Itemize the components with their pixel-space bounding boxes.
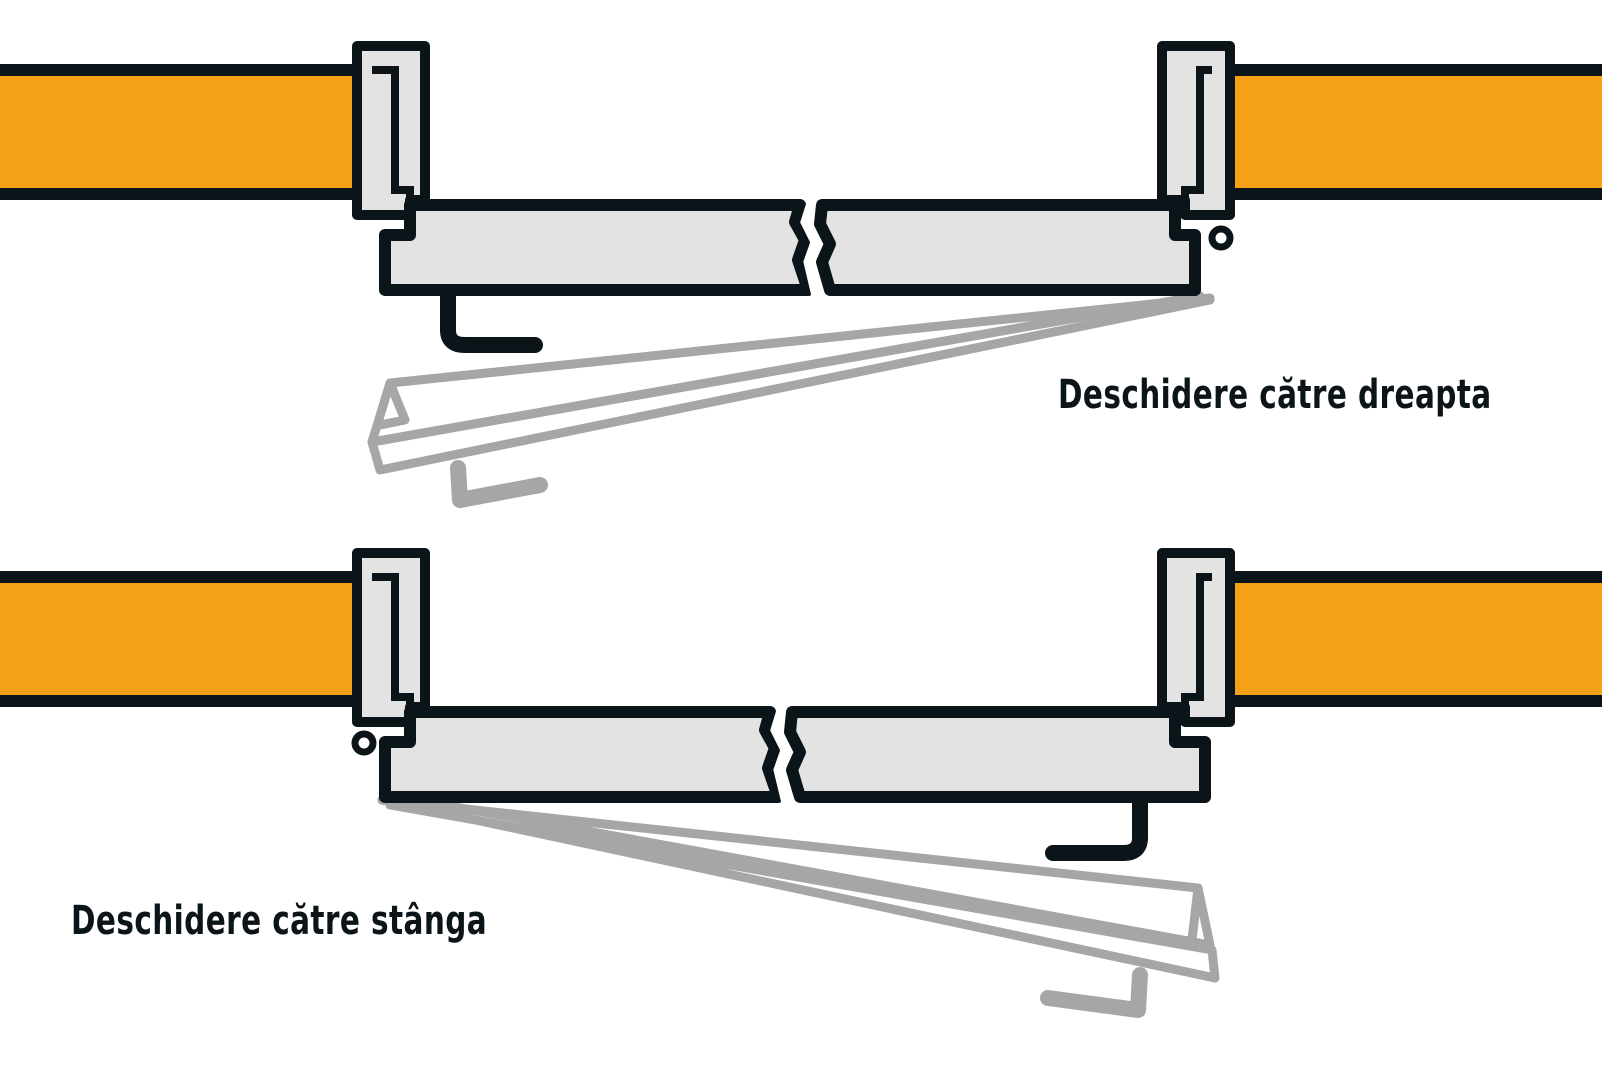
hinge-icon-top [1208,225,1234,251]
frame-rebate-left-top [372,66,414,200]
wall-left-top [0,64,378,200]
open-door-leaf-ghost [367,291,1215,508]
caption-left-opening: Deschidere către stânga [71,898,488,944]
open-leaf-step-bottom [1187,883,1203,945]
frame-rebate-right-top [1181,66,1212,200]
open-leaf-face [367,291,1215,475]
closed-door-leaf-bottom-2 [784,706,1211,803]
handle-bottom [1045,795,1148,861]
break-mark-bottom [770,705,791,805]
open-leaf-handle-ghost-bottom [1040,967,1148,1018]
hinge-icon-bottom [351,730,377,756]
handle-top [440,288,543,353]
wall-right-bottom [1206,571,1602,707]
caption-right-opening: Deschidere către dreapta [1058,372,1492,418]
frame-rebate-left-bottom [372,573,414,707]
closed-door-leaf-top [379,199,814,296]
open-leaf-face-bottom [377,795,1220,983]
open-door-leaf-ghost-bottom [377,790,1220,1018]
break-mark-top [800,198,821,298]
open-leaf-outline-bottom [377,790,1215,950]
open-leaf-handle-ghost [450,460,548,508]
wall-left-bottom [0,571,378,707]
panel-right-opening [0,41,1602,508]
wall-right-top [1206,64,1602,200]
closed-door-leaf-top-2 [814,199,1201,296]
frame-rebate-right-bottom [1181,573,1212,707]
closed-door-leaf-bottom [379,706,784,803]
panel-left-opening [0,548,1602,1018]
